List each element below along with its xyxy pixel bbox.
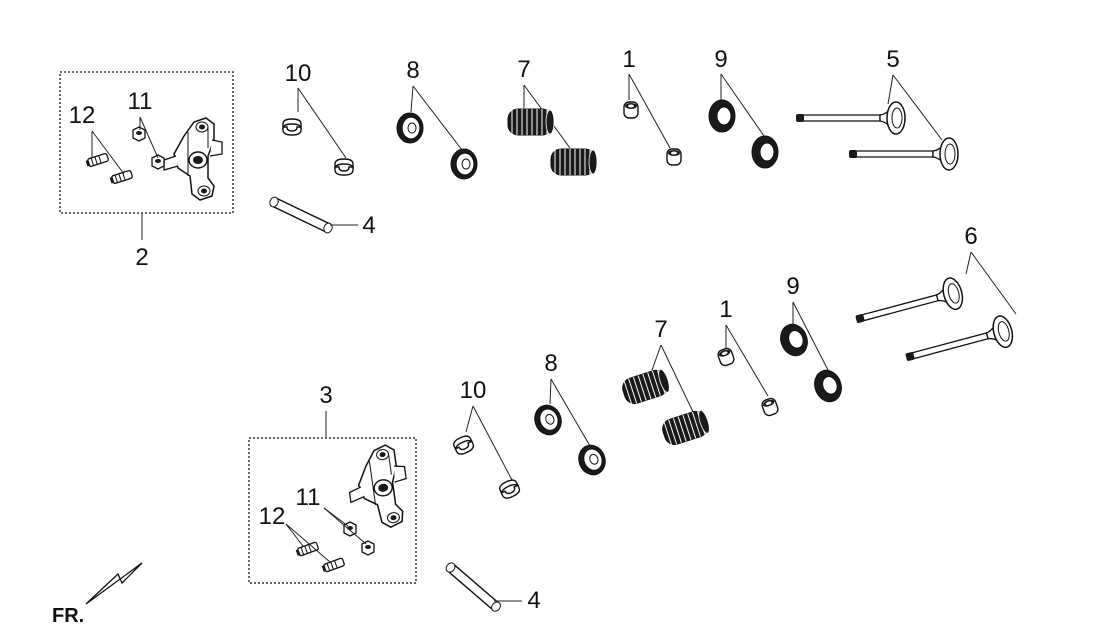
callout-1-bot: 1 xyxy=(719,296,732,323)
callout-6: 6 xyxy=(964,223,977,250)
valve-keeper-bot-a xyxy=(451,433,476,457)
callout-8-top: 8 xyxy=(406,57,419,84)
callout-12-top: 12 xyxy=(69,102,96,129)
intake-valve-b xyxy=(848,137,959,171)
valve-spring-top-a xyxy=(507,108,555,136)
callout-7-top: 7 xyxy=(517,56,530,83)
callout-3: 3 xyxy=(319,382,332,409)
spring-retainer-bot-a xyxy=(530,400,566,440)
spring-retainer-bot-b xyxy=(574,440,610,480)
rocker-arm-kit-box-top xyxy=(59,71,234,214)
exhaust-valve-b xyxy=(901,313,1017,374)
valve-spring-top-b xyxy=(550,148,598,176)
rocker-shaft-top xyxy=(267,195,335,235)
valve-stem-seal-bot-a xyxy=(715,346,737,368)
callout-11-bot: 11 xyxy=(296,484,321,511)
callout-10-bot: 10 xyxy=(460,377,487,404)
callout-4-top: 4 xyxy=(362,212,375,239)
valve-stem-seal-top-b xyxy=(666,148,682,166)
valve-stem-seal-top-a xyxy=(623,101,639,119)
callout-10-top: 10 xyxy=(285,60,312,87)
valve-spring-bot-b xyxy=(659,407,713,448)
callout-12-bot: 12 xyxy=(259,503,286,530)
spring-seat-bot-b xyxy=(809,366,847,406)
spring-retainer-top-a xyxy=(396,112,424,144)
valve-stem-seal-bot-b xyxy=(759,396,781,418)
front-direction-arrow-icon xyxy=(85,562,143,605)
callout-1-top: 1 xyxy=(622,46,635,73)
callout-7-bot: 7 xyxy=(654,316,667,343)
spring-seat-bot-a xyxy=(775,320,813,360)
callout-9-top: 9 xyxy=(714,46,727,73)
callout-9-bot: 9 xyxy=(786,273,799,300)
adjusting-screw-top-a xyxy=(84,152,110,169)
valve-keeper-top-b xyxy=(334,158,354,176)
rocker-arm-bot xyxy=(342,442,414,533)
intake-valve-a xyxy=(795,101,906,135)
rocker-arm-top xyxy=(163,117,223,201)
spring-seat-top-b xyxy=(751,135,779,169)
front-marker-label: FR. xyxy=(52,605,84,627)
callout-2: 2 xyxy=(135,244,148,271)
valve-spring-bot-a xyxy=(619,366,673,407)
lock-nut-bot-b xyxy=(361,540,375,556)
spring-retainer-top-b xyxy=(450,148,478,180)
spring-seat-top-a xyxy=(708,99,736,133)
exhaust-valve-a xyxy=(851,275,967,336)
valve-keeper-top-a xyxy=(282,118,302,136)
rocker-shaft-bot xyxy=(436,559,511,615)
callout-4-bot: 4 xyxy=(527,587,540,614)
callout-11-top: 11 xyxy=(128,88,153,115)
adjusting-screw-top-b xyxy=(108,169,134,186)
valve-keeper-bot-b xyxy=(497,477,522,501)
callout-5: 5 xyxy=(886,46,899,73)
callout-8-bot: 8 xyxy=(544,350,557,377)
lock-nut-top-a xyxy=(132,126,146,142)
adjusting-screw-bot-b xyxy=(320,557,346,574)
